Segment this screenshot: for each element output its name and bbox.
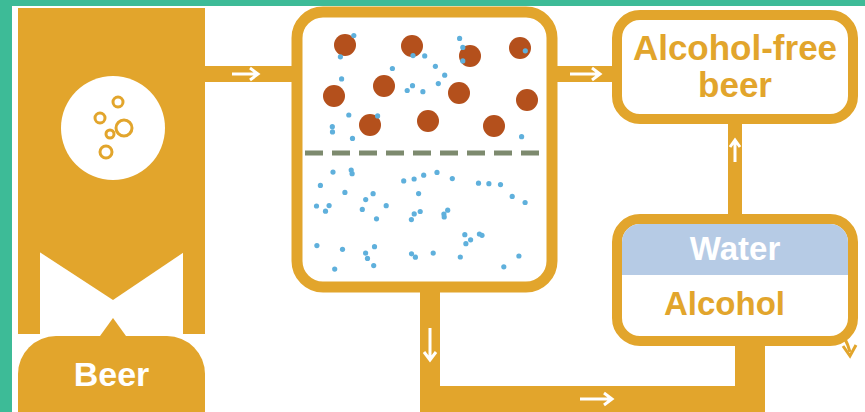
pipe <box>420 386 765 412</box>
tank-body <box>18 8 205 240</box>
node-label: Beer <box>74 355 150 394</box>
process-box: Alcohol-free beer <box>612 10 858 124</box>
flow-arrow <box>424 328 436 360</box>
tank-leg <box>18 238 40 334</box>
alcohol-water-molecules <box>314 33 528 272</box>
flow-connector <box>730 122 740 216</box>
flavour-molecules <box>323 34 538 137</box>
bubbles <box>95 97 132 158</box>
pipe <box>735 340 765 412</box>
tank-window <box>61 76 165 180</box>
outlet-arrow <box>843 345 856 356</box>
pipe <box>555 66 617 82</box>
membrane <box>305 151 545 156</box>
pipe <box>205 66 295 82</box>
water-band: Water <box>622 224 848 275</box>
tank-funnel <box>18 238 205 300</box>
separator-box: WaterAlcohol <box>612 214 858 346</box>
flow-arrow <box>232 68 258 80</box>
node-label: Alcohol <box>622 275 848 323</box>
tank-leg <box>183 238 205 334</box>
label-pill: Beer <box>18 336 205 412</box>
flow-arrow <box>580 393 612 405</box>
flow-arrow <box>570 68 600 80</box>
membrane-unit <box>297 12 552 287</box>
node-label: Alcohol-free beer <box>632 30 838 104</box>
label-pointer <box>100 318 126 336</box>
